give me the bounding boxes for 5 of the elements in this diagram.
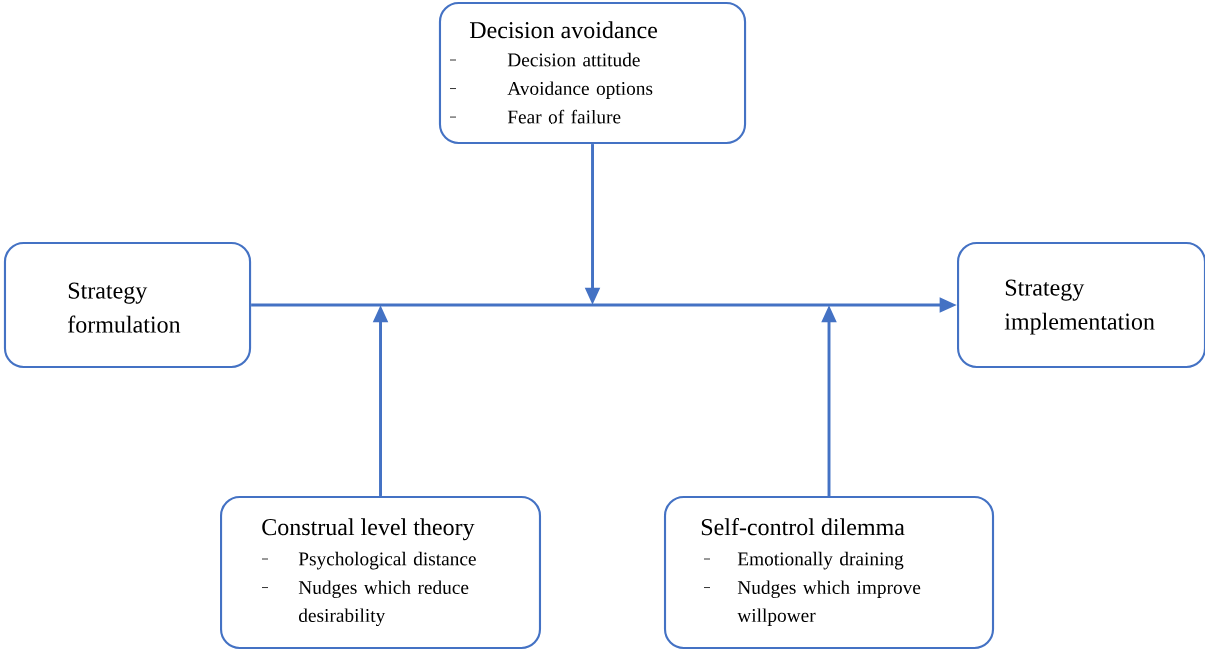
rounded-box: Self-control dilemma Emotionally draining Nudges which improve willpower <box>663 495 995 650</box>
rounded-box: Strategy implementation <box>957 241 1205 369</box>
rounded-box: Decision avoidance Decision attitude Avoidance options Fear of failure <box>438 1 747 145</box>
rounded-box: Construal level theory Psychological distance Nudges which reduce desirability <box>219 495 542 650</box>
rounded-box: Strategy formulation <box>3 241 252 369</box>
